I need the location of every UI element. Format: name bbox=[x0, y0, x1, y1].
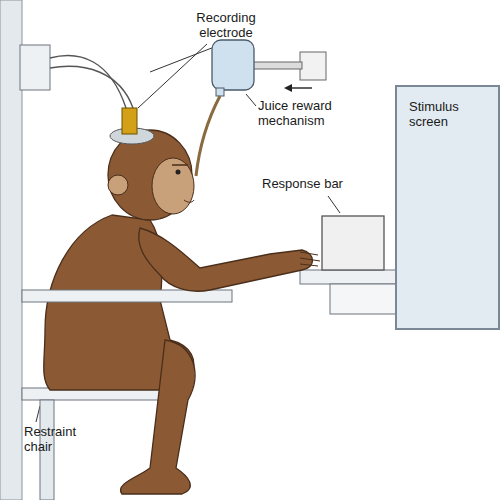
electrode bbox=[122, 108, 137, 134]
leader-line bbox=[150, 44, 222, 72]
monkey-leg bbox=[120, 340, 194, 494]
nozzle bbox=[216, 88, 224, 96]
monkey-face bbox=[152, 158, 194, 214]
arrowhead bbox=[284, 84, 292, 92]
juice-bottle bbox=[212, 40, 254, 90]
leader-line bbox=[246, 94, 256, 106]
monkey-eye bbox=[176, 170, 181, 175]
leader-line bbox=[328, 196, 340, 213]
part-label: Recording electrode bbox=[185, 10, 267, 40]
stimulus-screen: Stimulus screen bbox=[395, 85, 500, 330]
part-label: Restraint chair bbox=[24, 424, 94, 454]
response-bar bbox=[322, 216, 384, 270]
mount-rod bbox=[250, 62, 302, 69]
screen-label: Stimulus screen bbox=[409, 99, 479, 129]
leader-line bbox=[36, 406, 40, 422]
monkey-mouth bbox=[184, 200, 194, 202]
juice-tube bbox=[196, 96, 220, 176]
part-label: Response bar bbox=[262, 176, 362, 191]
fingers bbox=[300, 252, 320, 266]
amplifier-box bbox=[20, 45, 50, 90]
monkey-ear bbox=[108, 175, 128, 195]
monkey-arm bbox=[139, 228, 313, 291]
wall bbox=[0, 0, 22, 500]
monkey-brow bbox=[172, 164, 188, 166]
mount-plate bbox=[300, 52, 326, 80]
wire bbox=[50, 66, 133, 108]
part-label: Juice reward mechanism bbox=[258, 98, 358, 128]
